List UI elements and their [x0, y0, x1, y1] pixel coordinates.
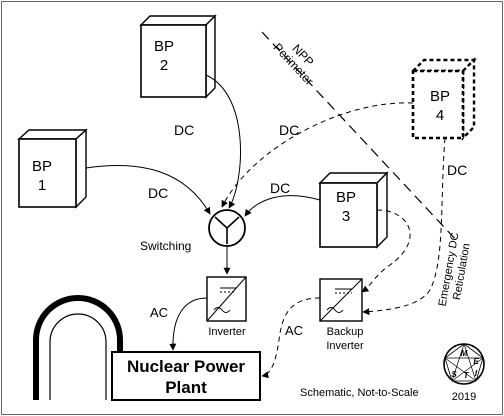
dc-label-bp2: DC — [174, 122, 194, 138]
plant-title-line1: Nuclear Power — [127, 357, 245, 376]
caption-text: Schematic, Not-to-Scale — [300, 387, 419, 399]
backup-inverter-ac-feed — [261, 297, 321, 379]
ac-label-right: AC — [285, 323, 303, 338]
bp4-dc-feed — [221, 102, 414, 208]
dc-label-right: DC — [447, 162, 467, 178]
switching-label: Switching — [140, 239, 191, 253]
logo-letter-i: I — [475, 369, 478, 378]
logo-letter-t: T — [464, 371, 470, 380]
bp3-to-backup-inverter — [361, 209, 411, 293]
switching-node — [208, 209, 246, 247]
bp1-dc-feed — [85, 165, 211, 215]
bp2-label-line2: 2 — [160, 57, 168, 74]
bp2-block: BP 2 — [139, 14, 217, 99]
year-label: 2019 — [452, 391, 476, 403]
inverter-ac-feed — [169, 297, 208, 351]
mesti-logo: M E S T I — [443, 343, 485, 385]
logo-letter-e: E — [473, 357, 479, 366]
nuclear-plant-box — [111, 351, 261, 401]
bp1-block: BP 1 — [17, 128, 88, 209]
bp1-label-line2: 1 — [38, 177, 46, 194]
bp4-to-backup-inverter — [362, 137, 446, 316]
dc-label-bp3: DC — [270, 180, 290, 196]
bp3-block: BP 3 — [318, 171, 389, 249]
bp4-label-line1: BP — [430, 88, 450, 105]
logo-letter-s: S — [451, 370, 457, 379]
backup-inverter-label-line2: Inverter — [326, 340, 364, 352]
reactor-dome — [33, 295, 123, 400]
inverter-label: Inverter — [208, 326, 246, 338]
bp4-block: BP 4 — [410, 57, 477, 141]
bp3-dc-feed — [244, 195, 321, 217]
dc-label-bp1: DC — [148, 185, 168, 201]
plant-title-line2: Plant — [165, 378, 207, 397]
bp2-dc-feed — [205, 74, 241, 209]
bp4-label-line2: 4 — [436, 107, 444, 124]
logo-letter-m: M — [461, 349, 468, 358]
bp1-label-line1: BP — [32, 158, 52, 175]
bp3-label-line2: 3 — [342, 208, 350, 225]
inverter-block — [206, 276, 247, 322]
backup-inverter-block — [319, 278, 363, 322]
ac-label-left: AC — [150, 305, 168, 320]
dc-label-bp4: DC — [279, 122, 299, 138]
reticulation-label: Emergency DC Reticulation — [437, 232, 473, 308]
backup-inverter-label-line1: Backup — [327, 326, 364, 338]
bp3-label-line1: BP — [336, 189, 356, 206]
perimeter-label: NPP Perimeter — [271, 40, 317, 88]
bp2-label-line1: BP — [154, 38, 174, 55]
